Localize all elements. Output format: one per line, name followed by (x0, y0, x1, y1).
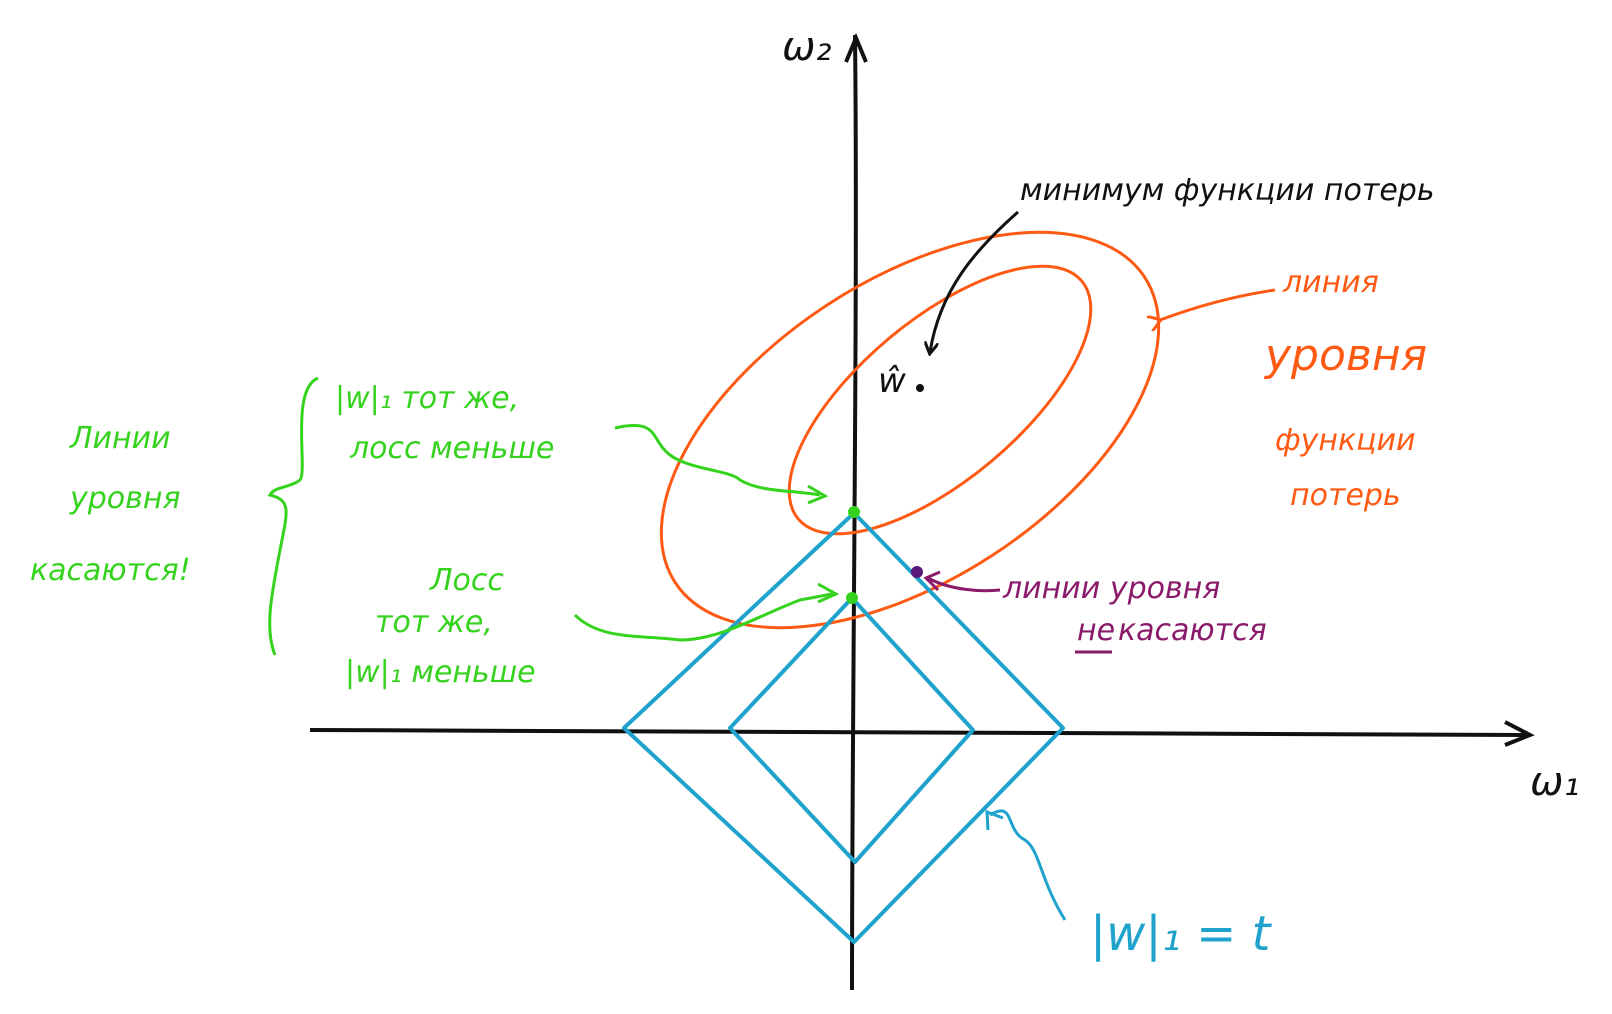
diamond-inner (728, 596, 975, 864)
loss-level-arrow (1160, 288, 1276, 320)
green-top-line1: |w|₁ тот же, (335, 381, 519, 416)
tangent-point-top (848, 506, 860, 518)
purple-line1: линии уровня (1002, 571, 1220, 606)
green-bottom-arrow (573, 592, 833, 642)
green-top-line2: лосс меньше (349, 431, 554, 466)
loss-ellipse-inner (787, 264, 1093, 536)
norm-arrow (989, 809, 1067, 921)
norm-annotation: |w|₁ = t (985, 809, 1273, 962)
y-axis-arrowhead (844, 32, 868, 63)
minimum-point: ŵ минимум функции потерь (878, 173, 1435, 401)
loss-ellipse-outer (659, 230, 1161, 630)
minimum-caption: минимум функции потерь (1020, 173, 1435, 208)
minimum-dot (916, 384, 924, 392)
axes: ω₁ ω₂ (309, 24, 1580, 991)
minimum-label: ŵ (878, 361, 906, 401)
loss-level-label-line2: уровня (1263, 330, 1427, 381)
loss-level-label-line4: потерь (1290, 478, 1401, 513)
green-bottom-line1: Лосс (429, 563, 504, 598)
purple-arrow (927, 576, 1001, 593)
green-brace (267, 376, 319, 656)
norm-arrowhead (985, 809, 1004, 831)
green-bottom-line2: тот же, (375, 605, 493, 640)
tangent-point-bottom (846, 592, 858, 604)
green-side-line2: уровня (69, 481, 181, 516)
l1-norm-diamonds (622, 511, 1065, 944)
green-top-arrow (614, 424, 821, 497)
diamond-outer (622, 511, 1065, 944)
green-side-line1: Линии (69, 421, 171, 456)
y-axis-label: ω₂ (782, 24, 832, 70)
loss-contours (659, 230, 1161, 630)
x-axis-arrowhead (1504, 720, 1535, 747)
loss-level-label-line3: функции (1275, 423, 1416, 458)
purple-arrowhead (923, 570, 941, 592)
loss-level-label-line1: линия (1282, 265, 1379, 300)
non-tangent-point (911, 566, 923, 578)
loss-level-annotation: линия уровня функции потерь (1160, 265, 1427, 513)
norm-label: |w|₁ = t (1090, 906, 1273, 962)
x-axis (309, 728, 1529, 737)
green-side-line3: касаются! (30, 553, 191, 588)
green-annotations: Линии уровня касаются! |w|₁ тот же, лосс… (30, 376, 840, 690)
green-top-arrowhead (807, 484, 829, 505)
x-axis-label: ω₁ (1530, 759, 1580, 805)
purple-annotation: линии уровня не касаются (911, 566, 1267, 654)
green-bottom-line3: |w|₁ меньше (345, 655, 536, 690)
green-bottom-arrowhead (817, 582, 840, 604)
purple-line2-negation: не (1077, 613, 1115, 648)
tangent-points (846, 506, 860, 604)
purple-line2-rest: касаются (1118, 613, 1267, 648)
minimum-arrow (930, 210, 1019, 352)
